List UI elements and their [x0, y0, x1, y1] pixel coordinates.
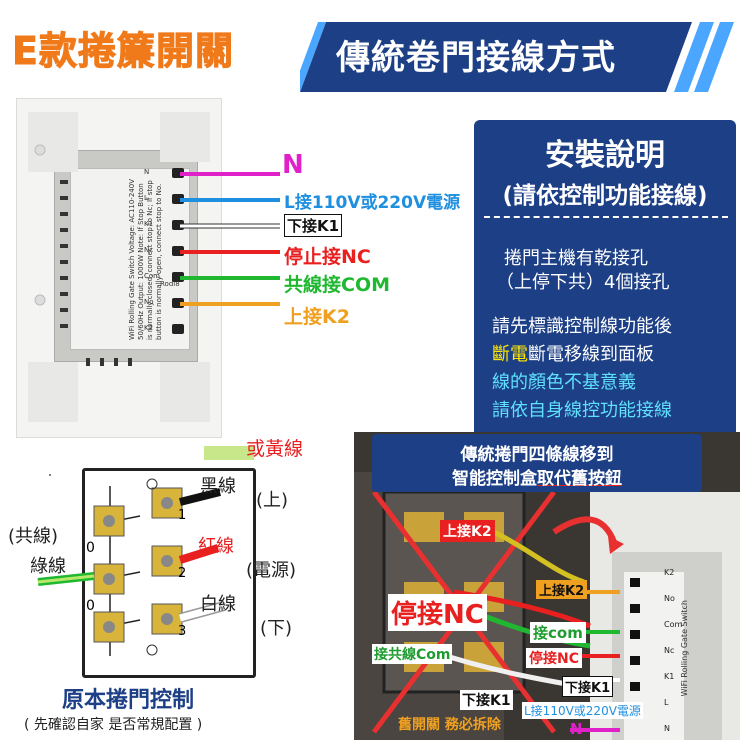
- module-brand: Rodi8: [160, 280, 180, 288]
- photo-banner-line1: 傳統捲門四條線移到: [460, 445, 614, 465]
- label-three: 3: [178, 624, 187, 639]
- photo-label-stop-nc: 停接NC: [388, 594, 487, 631]
- photo-label-old-panel: 舊開關 務必拆除: [398, 717, 501, 733]
- photo-banner: [372, 434, 702, 492]
- yellow-green-swatch: [204, 446, 254, 460]
- info-line6: 請依自身線控功能接線: [492, 400, 672, 421]
- left-title: E款捲簾開關: [12, 29, 234, 74]
- module-label-card: [70, 168, 190, 350]
- photo-r-com: 接com: [530, 622, 586, 643]
- photo-label-down-k1: 下接K1: [460, 690, 513, 710]
- info-line5: 線的顏色不基意義: [492, 372, 636, 393]
- label-green: 綠線: [30, 556, 66, 577]
- label-n: N: [282, 150, 304, 180]
- original-control-wiring: [37, 474, 226, 656]
- info-title: 安裝說明: [545, 138, 665, 173]
- photo-r-l: L接110V或220V電源: [522, 702, 643, 719]
- photo-label-common-com: 接共線Com: [372, 644, 453, 664]
- module-terminal-labels: N L K1 Nc Com No K2: [144, 168, 160, 332]
- right-title: 傳統卷門接線方式: [336, 38, 616, 78]
- info-divider: [484, 216, 728, 218]
- label-two: 2: [178, 566, 187, 581]
- switch-wires: [180, 172, 280, 306]
- info-line4: 斷電斷電移線到面板: [492, 344, 654, 365]
- label-k2: 上接K2: [284, 306, 350, 328]
- info-subtitle: (請依控制功能接線): [502, 183, 708, 209]
- label-zero-b: 0: [86, 598, 95, 614]
- label-down: (下): [260, 618, 293, 639]
- label-red: 紅線: [198, 536, 234, 557]
- label-com: 共線接COM: [284, 274, 391, 296]
- label-up: (上): [256, 490, 289, 511]
- label-black: 黑線: [200, 476, 236, 497]
- original-control-caption: 原本捲門控制: [62, 688, 195, 713]
- photo-label-on-k2: 上接K2: [440, 520, 495, 542]
- label-one: 1: [178, 508, 187, 523]
- info-line3: 請先標識控制線功能後: [492, 316, 672, 337]
- label-or-yellow: 或黃線: [246, 438, 304, 460]
- label-power: (電源): [246, 560, 297, 581]
- photo-r-k2: 上接K2: [536, 580, 588, 599]
- photo-r-nc: 停接NC: [526, 648, 582, 668]
- info-panel: [474, 120, 736, 438]
- info-line2: （上停下共）4個接孔: [496, 272, 670, 293]
- photo-r-card: WiFi Rolling Gate Switch: [680, 600, 689, 697]
- photo-r-k1: 下接K1: [562, 676, 614, 697]
- label-k1: 下接K1: [284, 214, 343, 237]
- label-l: L接110V或220V電源: [284, 193, 461, 213]
- label-common: (共線): [8, 526, 59, 547]
- original-control-note: ( 先確認自家 是否常規配置 ): [24, 717, 203, 733]
- switch-plate-details: [28, 112, 210, 422]
- info-line1: 捲門主機有乾接孔: [504, 248, 648, 269]
- photo-r-n: N: [570, 720, 583, 738]
- title-banner-bg: [300, 22, 734, 92]
- label-white: 白線: [200, 594, 236, 615]
- photo-r-terminals: K2 No Com Nc K1 L N: [664, 568, 683, 733]
- label-zero-a: 0: [86, 540, 95, 556]
- photo-banner-line2: 智能控制盒取代舊按鈕: [452, 469, 622, 489]
- label-nc: 停止接NC: [284, 246, 371, 268]
